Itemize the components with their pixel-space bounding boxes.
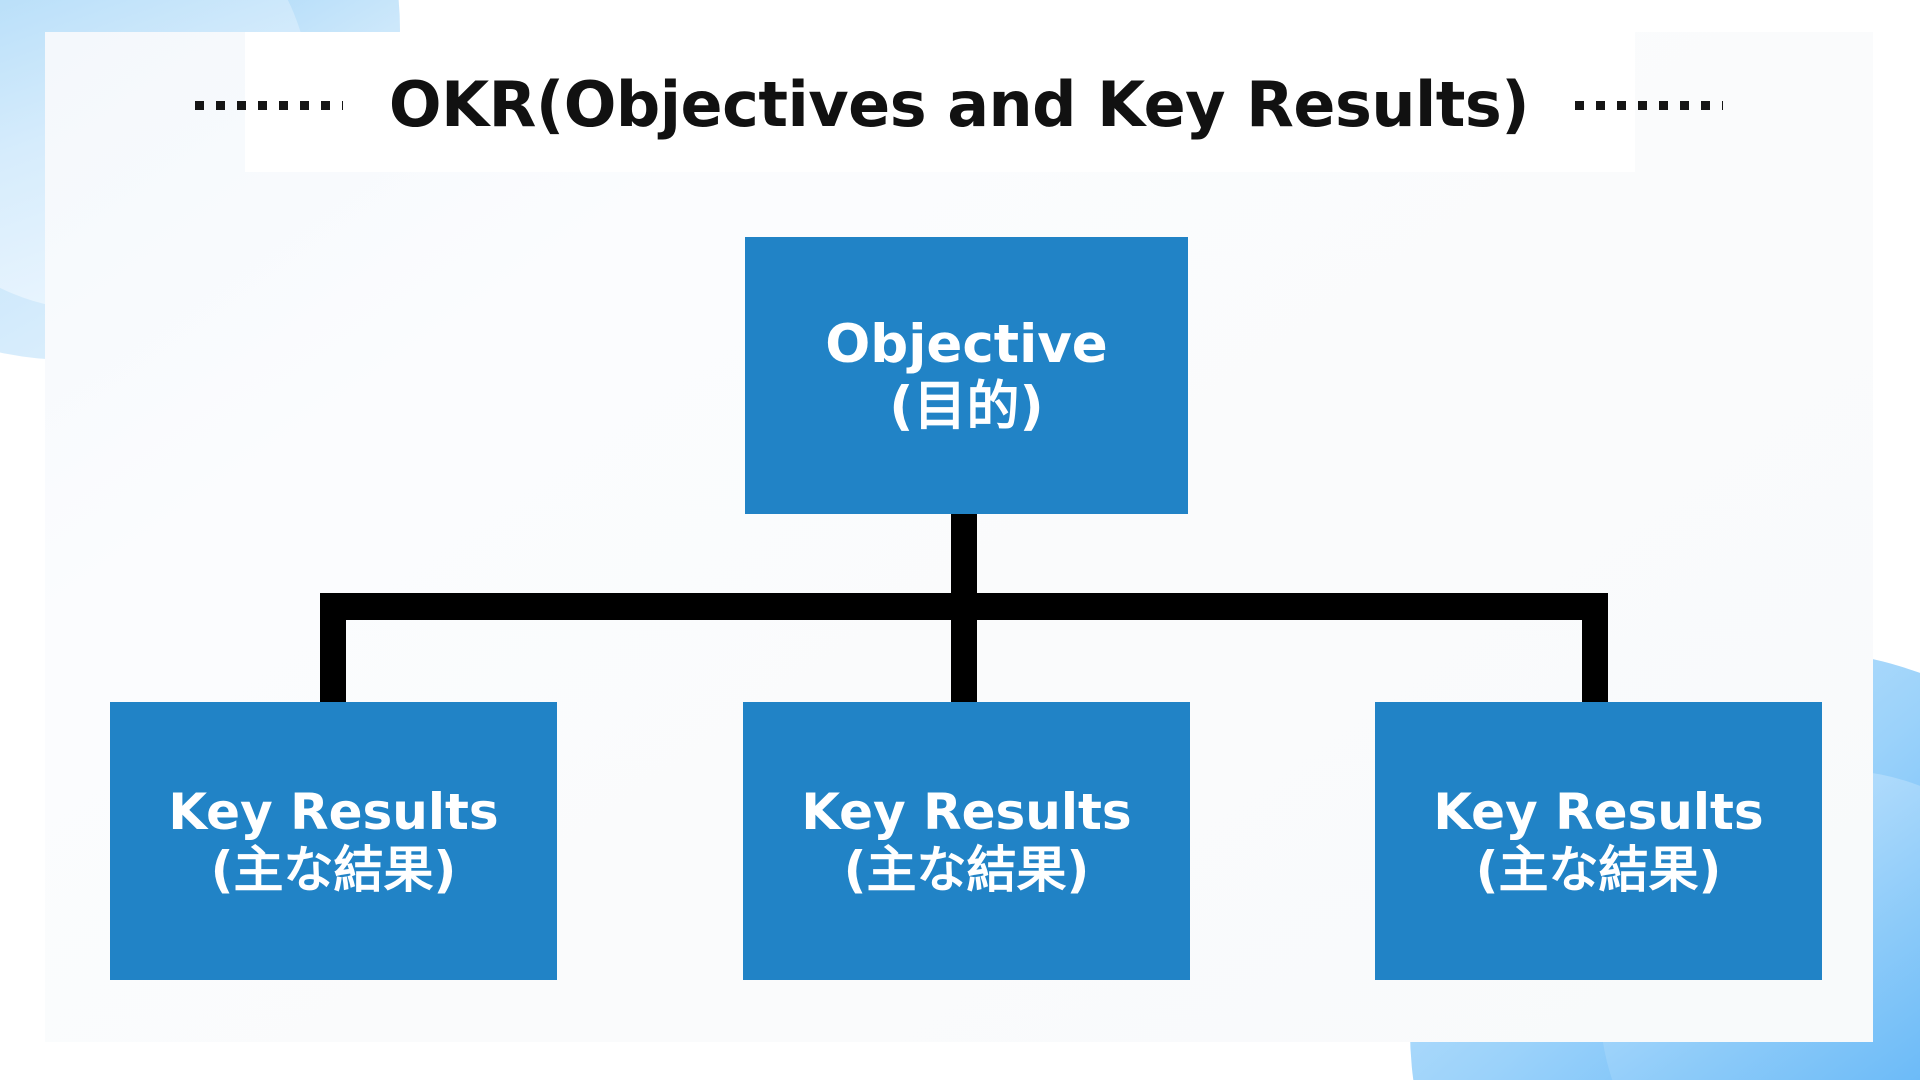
title-band [245,32,1635,172]
node-key-results-3-line2: (主な結果) [1475,841,1722,899]
dotted-line-right-icon [1575,100,1724,110]
node-key-results-3-line1: Key Results [1433,783,1764,841]
node-objective-line1: Objective [825,314,1108,376]
node-objective[interactable]: Objective (目的) [745,237,1188,514]
connector-drop-middle [951,607,977,704]
node-key-results-2-line2: (主な結果) [843,841,1090,899]
node-key-results-1-line1: Key Results [168,783,499,841]
title-row: OKR(Objectives and Key Results) [45,60,1873,150]
node-key-results-2[interactable]: Key Results (主な結果) [743,702,1190,980]
dotted-line-left-icon [194,100,343,110]
connector-drop-right [1582,607,1608,704]
connector-drop-left [320,607,346,704]
page-title: OKR(Objectives and Key Results) [388,68,1530,141]
node-key-results-3[interactable]: Key Results (主な結果) [1375,702,1822,980]
node-key-results-2-line1: Key Results [801,783,1132,841]
node-key-results-1-line2: (主な結果) [210,841,457,899]
node-key-results-1[interactable]: Key Results (主な結果) [110,702,557,980]
connector-stem [951,514,977,607]
node-objective-line2: (目的) [889,375,1044,437]
